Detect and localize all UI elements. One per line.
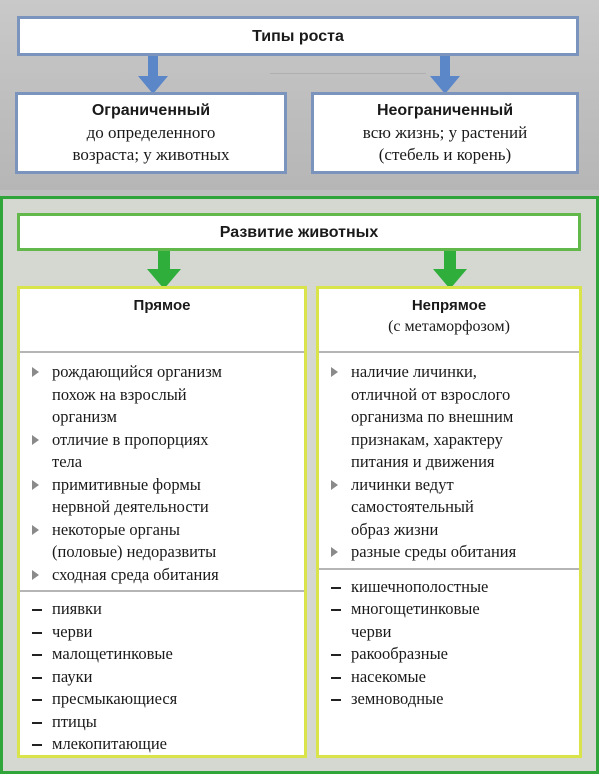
dash-bullet-icon [32, 744, 42, 746]
dash-bullet-icon [331, 654, 341, 656]
triangle-bullet-icon [331, 479, 338, 490]
indirect-development-heading: Непрямое [411, 297, 487, 314]
dash-bullet-icon [32, 654, 42, 656]
dash-bullet-icon [331, 676, 341, 679]
unlimited-growth-line: всю жизнь; у растений [362, 123, 528, 142]
list-item: наличие личинки, отличной от взрослого о… [329, 361, 573, 474]
dash-bullet-icon [32, 631, 42, 634]
arrow-down-icon [433, 251, 467, 289]
list-item: пресмыкающиеся [30, 688, 298, 711]
list-item: сходная среда обитания [30, 564, 298, 587]
limited-growth-heading: Ограниченный [91, 102, 211, 119]
dash-bullet-icon [331, 609, 341, 611]
list-item: земноводные [329, 688, 573, 711]
divider [319, 351, 579, 353]
list-item: разные среды обитания [329, 541, 573, 564]
dash-bullet-icon [32, 699, 42, 701]
limited-growth-line: возраста; у животных [72, 145, 230, 164]
direct-development-column: Прямое рождающийся организм похож на взр… [17, 286, 307, 758]
triangle-bullet-icon [32, 367, 39, 377]
arrow-down-icon [138, 56, 168, 94]
list-item: рождающийся организм похож на взрослый о… [30, 361, 298, 429]
list-item: малощетинковые [30, 643, 298, 666]
direct-development-heading: Прямое [133, 297, 191, 314]
list-item: пиявки [30, 598, 298, 621]
triangle-bullet-icon [32, 569, 39, 580]
list-item: личинки ведут самостоятельный образ жизн… [329, 474, 573, 542]
unlimited-growth-box: Неограниченный всю жизнь; у растений (ст… [311, 92, 579, 174]
list-item: пауки [30, 666, 298, 689]
list-item: отличие в пропорциях тела [30, 429, 298, 474]
triangle-bullet-icon [331, 367, 338, 377]
limited-growth-line: до определенного [86, 123, 216, 142]
list-item: некоторые органы (половые) недоразвиты [30, 519, 298, 564]
triangle-bullet-icon [331, 547, 338, 557]
list-item: ракообразные [329, 643, 573, 666]
list-item: примитивные формы нервной деятельности [30, 474, 298, 519]
indirect-development-subheading: (с метаморфозом) [388, 318, 510, 335]
direct-development-header: Прямое [20, 289, 304, 351]
list-item: кишечнополостные [329, 576, 573, 599]
list-item: черви [30, 621, 298, 644]
dash-bullet-icon [331, 586, 341, 589]
direct-examples-list: пиявки черви малощетинковые пауки пресмы… [20, 592, 304, 760]
divider [20, 351, 304, 353]
direct-features-list: рождающийся организм похож на взрослый о… [20, 353, 304, 590]
dash-bullet-icon [32, 721, 42, 724]
list-item: птицы [30, 711, 298, 734]
dash-bullet-icon [32, 609, 42, 611]
indirect-development-column: Непрямое (с метаморфозом) наличие личинк… [316, 286, 582, 758]
dash-bullet-icon [32, 676, 42, 679]
arrow-down-icon [147, 251, 181, 289]
unlimited-growth-heading: Неограниченный [376, 102, 514, 119]
divider [20, 590, 304, 592]
list-item: млекопитающие [30, 733, 298, 756]
background-print: ________________________ [270, 60, 426, 75]
animal-development-section: Развитие животных Прямое рождающийся орг… [0, 196, 599, 774]
list-item: насекомые [329, 666, 573, 689]
limited-growth-box: Ограниченный до определенного возраста; … [15, 92, 287, 174]
triangle-bullet-icon [32, 479, 39, 490]
growth-types-section: ск) ________________________ Типы роста … [0, 0, 599, 190]
divider [319, 567, 579, 570]
growth-types-title-box: Типы роста [17, 16, 579, 56]
growth-types-title: Типы роста [252, 28, 344, 45]
arrow-down-icon [430, 56, 460, 94]
indirect-development-header: Непрямое (с метаморфозом) [319, 289, 579, 351]
animal-development-title: Развитие животных [219, 224, 379, 241]
unlimited-growth-line: (стебель и корень) [378, 145, 512, 164]
indirect-features-list: наличие личинки, отличной от взрослого о… [319, 353, 579, 568]
triangle-bullet-icon [32, 524, 39, 535]
animal-development-title-box: Развитие животных [17, 213, 581, 251]
dash-bullet-icon [331, 699, 341, 701]
triangle-bullet-icon [32, 434, 39, 445]
